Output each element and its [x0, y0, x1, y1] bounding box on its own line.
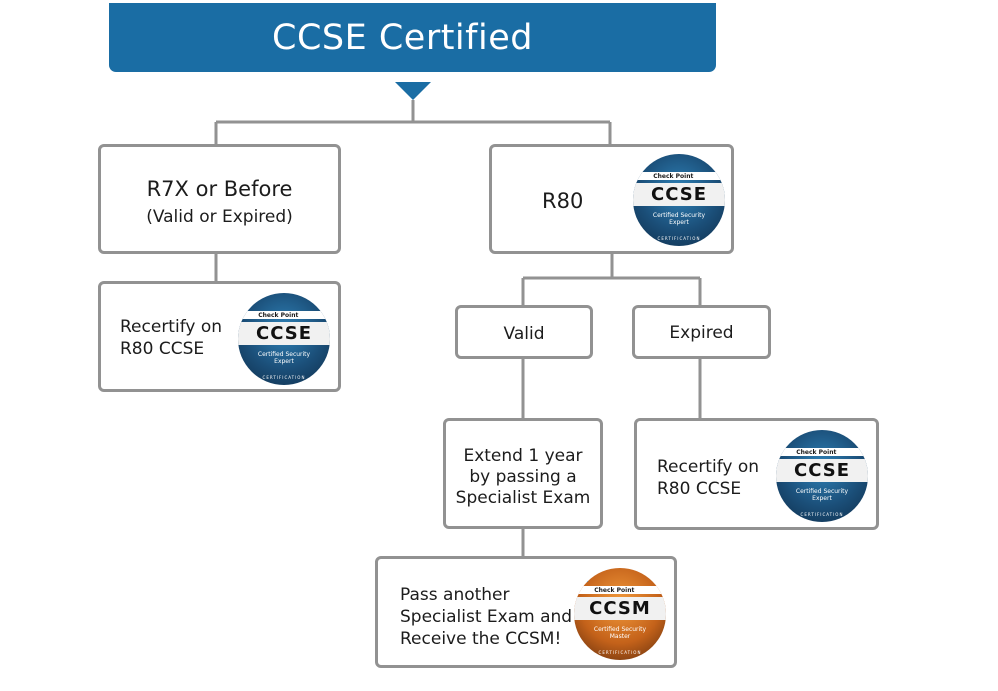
badge-brand: Check Point	[258, 312, 299, 320]
node-extend-line1: Extend 1 year	[463, 446, 583, 466]
node-r7x-note: (Valid or Expired)	[146, 207, 293, 227]
node-r80-title: R80	[542, 189, 584, 213]
node-extend-line3: Specialist Exam	[455, 488, 591, 508]
badge-corner-icon	[779, 433, 790, 444]
badge-sub1: Certified Security	[593, 625, 647, 633]
badge-ring-text: CERTIFICATION	[262, 375, 306, 381]
badge-corner-icon	[241, 296, 252, 307]
node-extend-line2: by passing a	[469, 467, 577, 487]
node-recertify-right-line1: Recertify on	[657, 457, 760, 477]
node-r7x-or-before: R7X or Before (Valid or Expired)	[98, 144, 341, 254]
node-recertify-right-line2: R80 CCSE	[657, 479, 742, 499]
node-valid: Valid	[455, 305, 593, 359]
node-ccsm-line3: Receive the CCSM!	[400, 629, 562, 649]
node-recertify-left-line1: Recertify on	[120, 317, 223, 337]
badge-ring-text: CERTIFICATION	[800, 512, 844, 518]
badge-sub2: Expert	[669, 218, 689, 226]
badge-brand: Check Point	[594, 587, 635, 595]
badge-sub1: Certified Security	[795, 487, 849, 495]
badge-acronym: CCSE	[255, 322, 312, 344]
badge-acronym: CCSE	[793, 459, 850, 481]
node-valid-label: Valid	[503, 324, 545, 344]
badge-sub2: Master	[609, 632, 631, 640]
node-r7x-title: R7X or Before	[146, 177, 293, 201]
badge-brand: Check Point	[796, 449, 837, 457]
node-recertify-left: Recertify on R80 CCSE Check Point CCSE C…	[98, 281, 341, 392]
node-expired: Expired	[632, 305, 771, 359]
node-expired-label: Expired	[669, 323, 734, 343]
node-extend: Extend 1 year by passing a Specialist Ex…	[443, 418, 603, 529]
node-ccsm-line2: Specialist Exam and	[400, 607, 573, 627]
badge-sub1: Certified Security	[652, 211, 706, 219]
badge-sub1: Certified Security	[257, 350, 311, 358]
node-ccsm-line1: Pass another	[400, 585, 510, 605]
node-recertify-right: Recertify on R80 CCSE Check Point CCSE C…	[634, 418, 879, 530]
badge-acronym: CCSE	[650, 183, 707, 205]
badge-ring-text: CERTIFICATION	[598, 650, 642, 656]
down-arrow-icon	[395, 82, 431, 100]
badge-corner-icon	[636, 157, 647, 168]
badge-sub2: Expert	[274, 357, 294, 365]
header-title: CCSE Certified	[272, 17, 533, 58]
badge-sub2: Expert	[812, 494, 832, 502]
badge-brand: Check Point	[653, 173, 694, 181]
node-recertify-left-line2: R80 CCSE	[120, 339, 205, 359]
badge-ring-text: CERTIFICATION	[657, 236, 701, 242]
badge-corner-icon	[577, 571, 588, 582]
badge-acronym: CCSM	[589, 597, 651, 619]
node-ccsm: Pass another Specialist Exam and Receive…	[375, 556, 677, 668]
header-banner: CCSE Certified	[109, 3, 716, 72]
